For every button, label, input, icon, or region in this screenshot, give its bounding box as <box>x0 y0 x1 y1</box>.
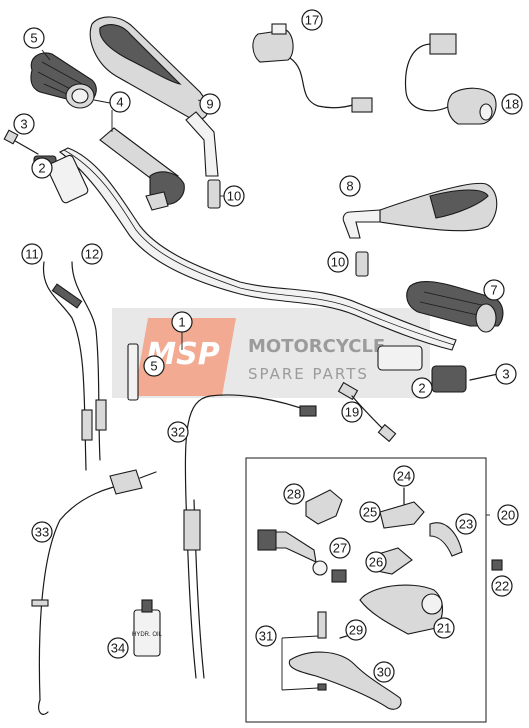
oil-bottle: HYDR. OIL <box>132 599 163 657</box>
svg-text:31: 31 <box>259 629 273 644</box>
callout-2-left: 2 <box>31 157 53 179</box>
svg-text:10: 10 <box>331 255 345 270</box>
svg-text:29: 29 <box>349 623 363 638</box>
mirror-adaptor-right <box>355 251 369 277</box>
callout-27: 27 <box>329 537 351 559</box>
callout-17: 17 <box>301 9 323 31</box>
clutch-cable <box>183 394 317 679</box>
callout-28: 28 <box>283 483 305 505</box>
callout-18: 18 <box>501 93 523 115</box>
callout-30: 30 <box>373 661 395 683</box>
switch-17 <box>252 23 373 113</box>
watermark-logo-badge <box>134 318 236 396</box>
assembly-box <box>245 457 487 723</box>
svg-text:33: 33 <box>35 525 49 540</box>
callout-5-left: 5 <box>23 27 45 49</box>
right-bar-end <box>377 345 499 393</box>
svg-text:21: 21 <box>437 621 451 636</box>
callout-31: 31 <box>255 625 277 647</box>
svg-text:12: 12 <box>85 247 99 262</box>
callout-25: 25 <box>359 501 381 523</box>
callout-10-left: 10 <box>223 185 245 207</box>
callout-23: 23 <box>455 513 477 535</box>
svg-text:4: 4 <box>116 95 123 110</box>
callout-33: 33 <box>31 521 53 543</box>
svg-text:5: 5 <box>150 359 157 374</box>
svg-text:10: 10 <box>227 189 241 204</box>
svg-text:30: 30 <box>377 665 391 680</box>
callout-4: 4 <box>109 91 131 113</box>
callout-10-right: 10 <box>327 251 349 273</box>
callout-12: 12 <box>81 243 103 265</box>
svg-text:34: 34 <box>111 641 125 656</box>
watermark-line1: MOTORCYCLE <box>248 336 385 357</box>
svg-text:25: 25 <box>363 505 377 520</box>
svg-text:9: 9 <box>206 97 213 112</box>
callout-3-right: 3 <box>495 363 517 385</box>
throttle-cables <box>42 261 107 471</box>
right-grip <box>406 280 504 333</box>
callout-21: 21 <box>433 617 455 639</box>
svg-text:2: 2 <box>38 161 45 176</box>
switch-18 <box>404 33 497 125</box>
svg-text:17: 17 <box>305 13 319 28</box>
svg-text:23: 23 <box>459 517 473 532</box>
right-mirror <box>342 182 498 239</box>
svg-text:24: 24 <box>397 469 411 484</box>
callout-29: 29 <box>345 619 367 641</box>
svg-text:3: 3 <box>20 117 27 132</box>
left-mirror <box>89 16 219 177</box>
callout-7: 5 <box>143 355 165 377</box>
svg-text:1: 1 <box>178 315 185 330</box>
callout-2-right: 2 <box>411 377 433 399</box>
hot-start-cable <box>31 469 157 715</box>
watermark-line2: SPARE PARTS <box>248 365 369 383</box>
svg-text:20: 20 <box>501 508 515 523</box>
svg-text:3: 3 <box>502 367 509 382</box>
callout-8: 8 <box>339 175 361 197</box>
bracket-7 <box>127 343 139 401</box>
svg-text:18: 18 <box>505 97 519 112</box>
svg-text:7: 7 <box>490 283 497 298</box>
callout-26: 26 <box>365 551 387 573</box>
wire-19 <box>337 381 397 443</box>
svg-text:2: 2 <box>418 381 425 396</box>
callout-19: 19 <box>341 401 363 423</box>
callout-1: 1 <box>171 311 193 333</box>
callout-34: 34 <box>107 637 129 659</box>
svg-text:27: 27 <box>333 541 347 556</box>
mirror-adaptor-left <box>207 179 221 209</box>
svg-text:22: 22 <box>495 579 509 594</box>
callout-22: 22 <box>491 575 513 597</box>
throttle-grip <box>99 127 185 211</box>
svg-text:32: 32 <box>171 425 185 440</box>
callout-3-left: 3 <box>13 113 35 135</box>
callout-24: 24 <box>393 465 415 487</box>
handlebar <box>58 147 457 351</box>
svg-text:28: 28 <box>287 487 301 502</box>
callouts: 5 4 9 3 2 10 17 18 8 11 12 10 7 1 5 3 2 … <box>13 9 523 683</box>
oil-bottle-label: HYDR. OIL <box>132 632 163 638</box>
callout-9: 9 <box>199 93 221 115</box>
left-grip <box>30 52 97 109</box>
svg-text:11: 11 <box>25 247 39 262</box>
callout-5-right: 7 <box>483 279 505 301</box>
callout-32: 32 <box>167 421 189 443</box>
svg-text:5: 5 <box>30 31 37 46</box>
svg-text:26: 26 <box>369 555 383 570</box>
svg-text:8: 8 <box>346 179 353 194</box>
callout-20: 20 <box>497 504 519 526</box>
callout-11: 11 <box>21 243 43 265</box>
svg-text:19: 19 <box>345 405 359 420</box>
